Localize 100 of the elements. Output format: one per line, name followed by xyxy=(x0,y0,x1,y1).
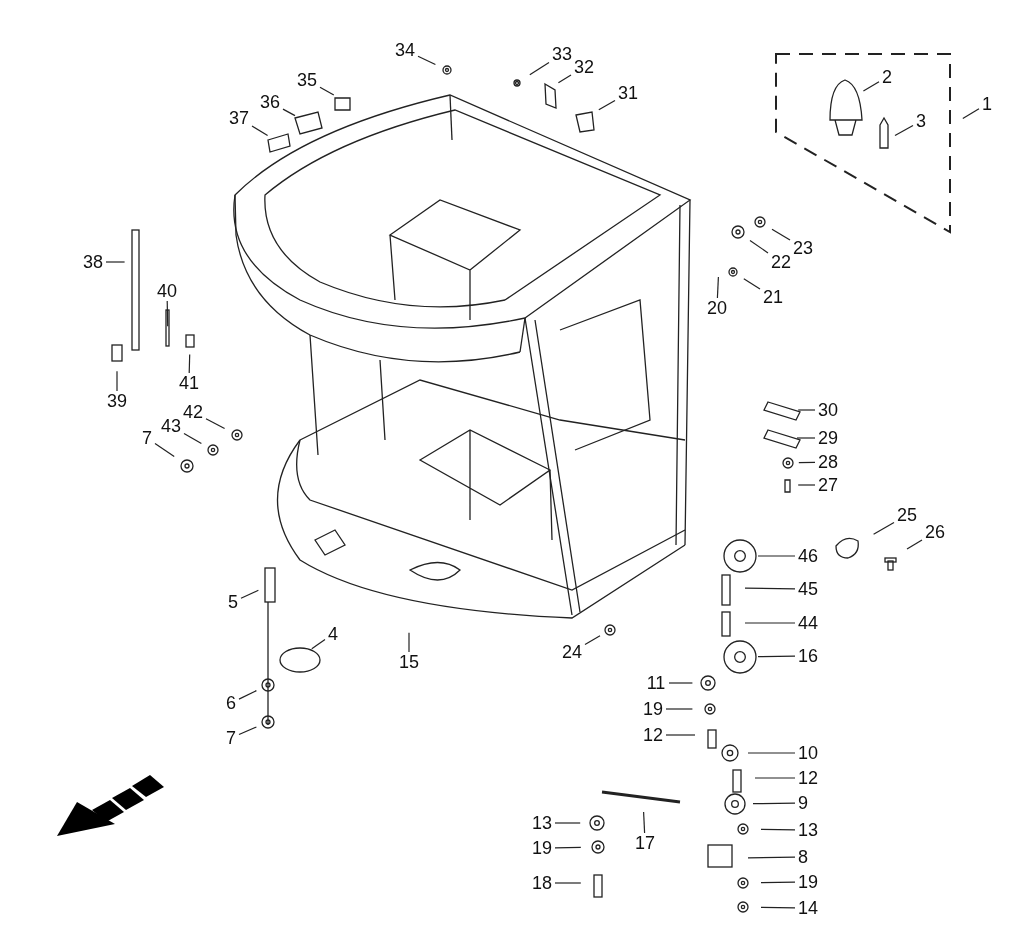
callout-number: 19 xyxy=(798,873,818,891)
callout-number: 39 xyxy=(107,392,127,410)
leader-line xyxy=(743,278,761,290)
leader-line xyxy=(760,906,796,909)
callout-number: 15 xyxy=(399,653,419,671)
leader-line xyxy=(873,521,895,535)
leader-line xyxy=(598,99,616,111)
leader-line xyxy=(240,589,259,599)
callout-number: 37 xyxy=(229,109,249,127)
callout-number: 13 xyxy=(798,821,818,839)
leader-line xyxy=(797,484,816,486)
leader-line xyxy=(862,81,880,92)
callout-number: 28 xyxy=(818,453,838,471)
callout-number: 38 xyxy=(83,253,103,271)
callout-number: 41 xyxy=(179,374,199,392)
callout-number: 33 xyxy=(552,45,572,63)
callout-number: 45 xyxy=(798,580,818,598)
leader-line xyxy=(154,442,175,457)
callout-number: 27 xyxy=(818,476,838,494)
leader-line xyxy=(760,828,796,831)
leader-line xyxy=(962,108,980,120)
leader-line xyxy=(554,822,581,824)
callout-number: 32 xyxy=(574,58,594,76)
callout-number: 25 xyxy=(897,506,917,524)
callout-number: 29 xyxy=(818,429,838,447)
leader-line xyxy=(282,108,296,117)
callout-number: 3 xyxy=(916,112,926,130)
callout-number: 26 xyxy=(925,523,945,541)
callout-number: 42 xyxy=(183,403,203,421)
callout-number: 12 xyxy=(643,726,663,744)
leader-line xyxy=(760,881,796,884)
leader-line xyxy=(183,432,202,444)
callout-number: 40 xyxy=(157,282,177,300)
leader-line xyxy=(752,802,796,805)
leader-line xyxy=(554,882,582,884)
leader-line xyxy=(643,811,646,834)
leader-line xyxy=(716,276,719,299)
callout-number: 7 xyxy=(142,429,152,447)
callout-number: 24 xyxy=(562,643,582,661)
leader-line xyxy=(116,370,118,392)
leader-line xyxy=(105,261,126,263)
callout-number: 17 xyxy=(635,834,655,852)
callout-number: 11 xyxy=(646,674,666,692)
leader-line xyxy=(744,587,796,590)
leader-line xyxy=(238,726,257,736)
leader-line xyxy=(319,86,335,96)
leader-line xyxy=(771,228,791,241)
leader-line xyxy=(747,856,796,859)
leader-line xyxy=(529,61,550,76)
leader-line xyxy=(584,635,601,646)
callout-number: 30 xyxy=(818,401,838,419)
leader-line xyxy=(311,639,326,650)
callout-number: 16 xyxy=(798,647,818,665)
leader-line xyxy=(757,655,796,658)
callout-number: 35 xyxy=(297,71,317,89)
leader-line xyxy=(417,55,436,66)
callout-number: 18 xyxy=(532,874,552,892)
leader-line xyxy=(665,734,696,736)
callout-number: 14 xyxy=(798,899,818,917)
leader-line xyxy=(754,777,796,779)
leader-line xyxy=(251,125,269,137)
leader-line xyxy=(557,74,572,84)
leader-line xyxy=(749,239,769,254)
callout-number: 43 xyxy=(161,417,181,435)
callout-number: 2 xyxy=(882,68,892,86)
leader-line xyxy=(797,409,816,411)
callout-number: 8 xyxy=(798,848,808,866)
leader-line xyxy=(238,690,257,700)
callout-number: 21 xyxy=(763,288,783,306)
callout-number: 34 xyxy=(395,41,415,59)
leader-line xyxy=(894,124,914,136)
callout-number: 22 xyxy=(771,253,791,271)
callout-number: 19 xyxy=(532,839,552,857)
callout-number: 19 xyxy=(643,700,663,718)
callout-number: 23 xyxy=(793,239,813,257)
callout-number: 12 xyxy=(798,769,818,787)
leader-line xyxy=(188,353,191,374)
callout-number: 7 xyxy=(226,729,236,747)
leader-line xyxy=(665,708,693,710)
callout-number: 36 xyxy=(260,93,280,111)
leader-line xyxy=(744,622,796,624)
callout-number: 13 xyxy=(532,814,552,832)
callout-number: 20 xyxy=(707,299,727,317)
callout-number: 6 xyxy=(226,694,236,712)
callout-number: 44 xyxy=(798,614,818,632)
callout-number: 10 xyxy=(798,744,818,762)
leader-line xyxy=(668,682,693,684)
leader-line xyxy=(554,846,582,849)
callout-number: 46 xyxy=(798,547,818,565)
callout-number: 5 xyxy=(228,593,238,611)
leader-line xyxy=(166,300,169,327)
leader-line xyxy=(798,461,816,464)
callout-number: 31 xyxy=(618,84,638,102)
leader-line xyxy=(408,632,410,653)
leader-line xyxy=(757,555,796,557)
leader-line xyxy=(796,437,816,439)
callout-number: 9 xyxy=(798,794,808,812)
leader-line xyxy=(906,539,923,550)
callout-number: 1 xyxy=(982,95,992,113)
callout-number: 4 xyxy=(328,625,338,643)
